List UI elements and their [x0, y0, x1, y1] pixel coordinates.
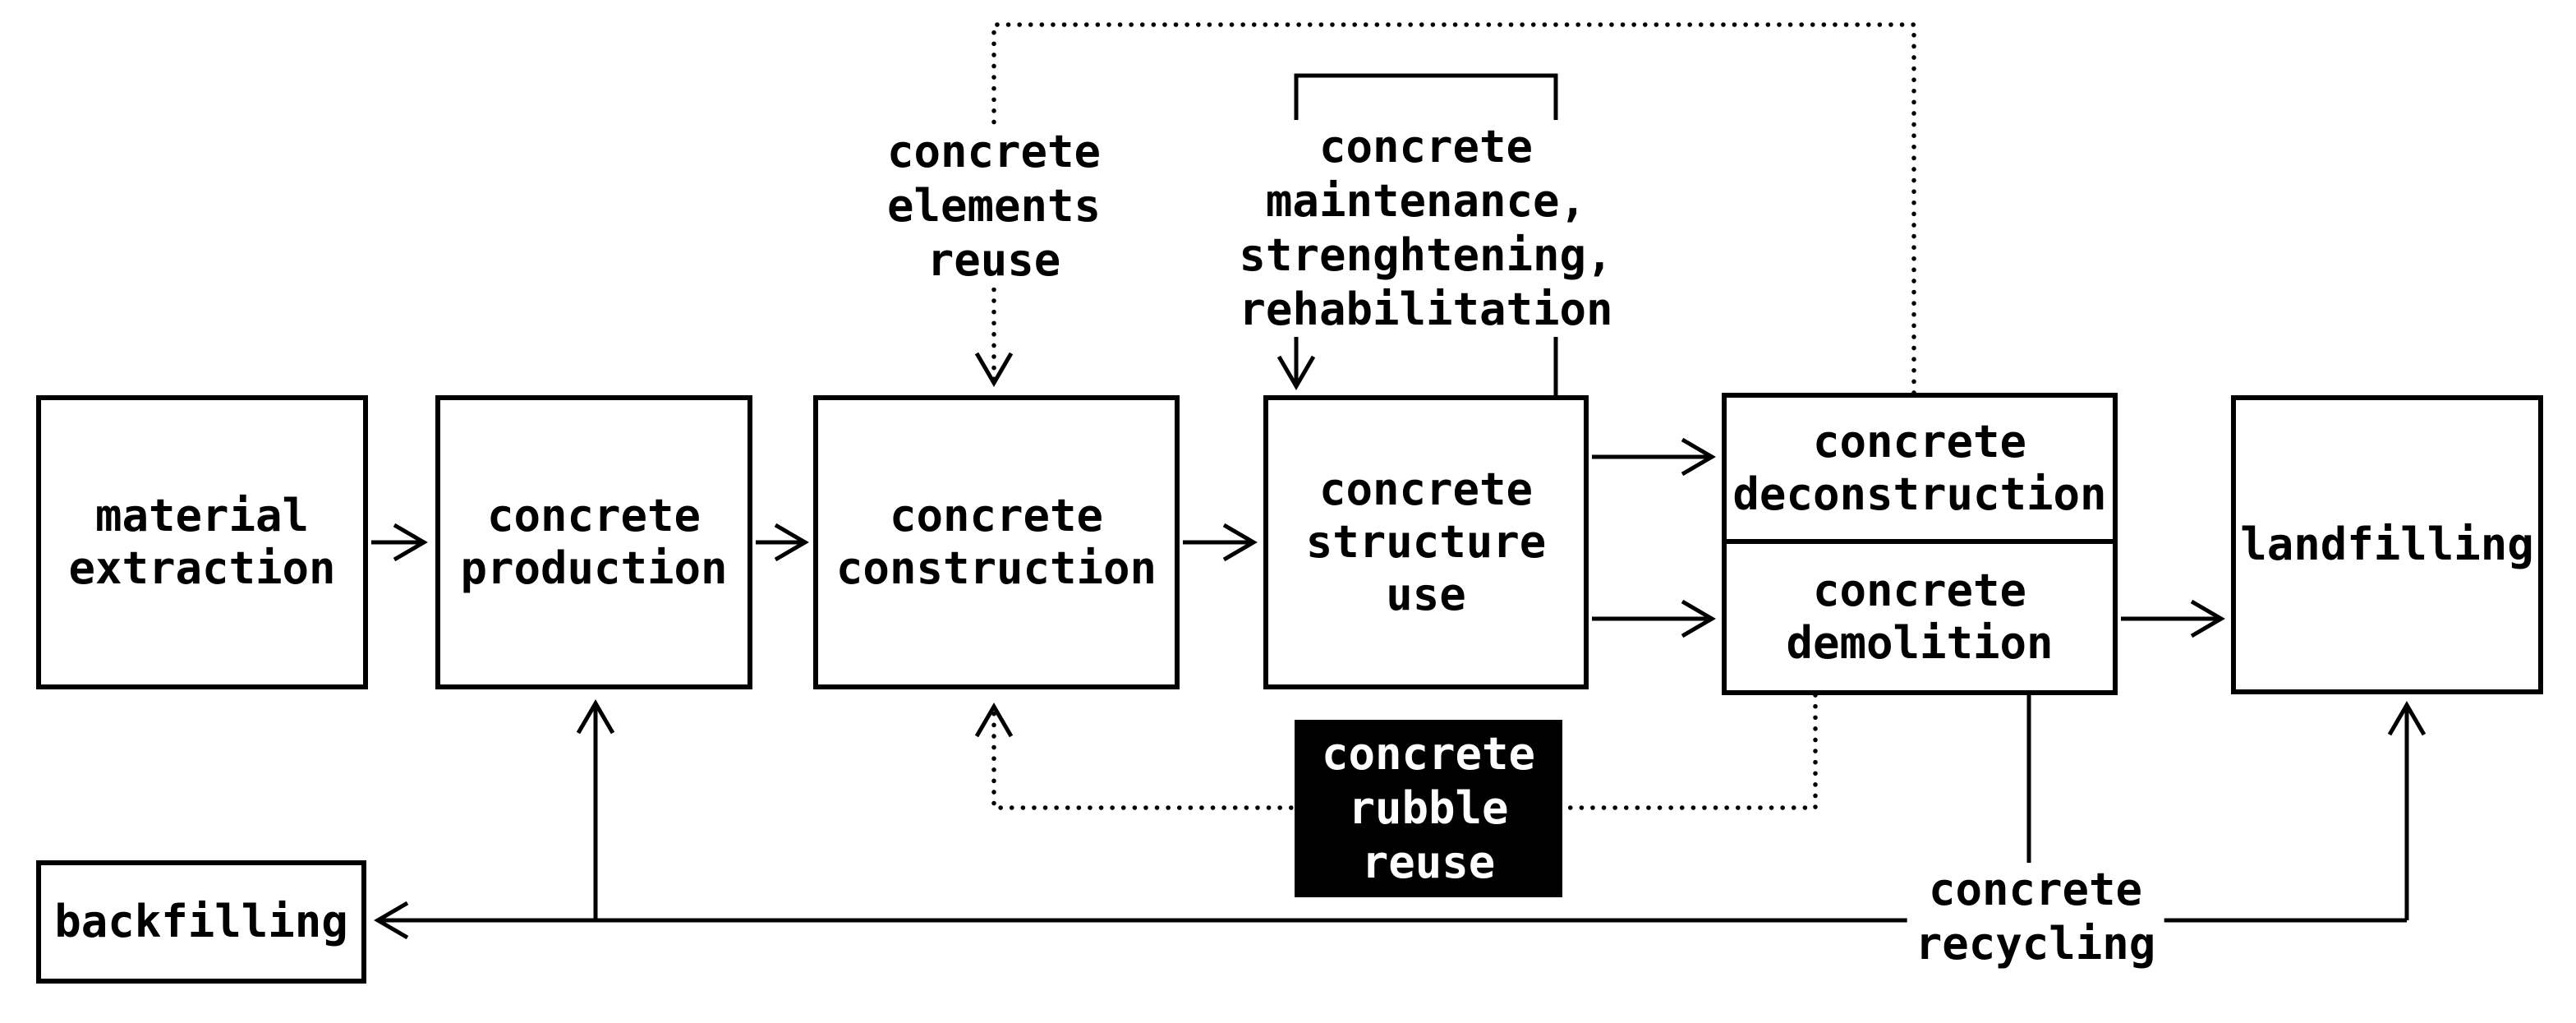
compartment-concrete-demolition: concrete demolition — [1727, 544, 2113, 690]
box-backfilling: backfilling — [36, 860, 366, 984]
label-concrete-recycling: concrete recycling — [1907, 863, 2164, 971]
box-concrete-rubble-reuse-label: concrete rubble reuse — [1321, 728, 1536, 888]
box-concrete-construction: concrete construction — [813, 395, 1180, 689]
compartment-concrete-deconstruction: concrete deconstruction — [1727, 398, 2113, 544]
box-concrete-rubble-reuse: concrete rubble reuse — [1295, 720, 1562, 897]
box-concrete-structure-use: concrete structure use — [1263, 395, 1589, 689]
box-concrete-production-label: concrete production — [460, 490, 728, 594]
box-concrete-construction-label: concrete construction — [835, 490, 1157, 594]
dotted-elements-reuse-path — [974, 22, 1916, 395]
label-concrete-maintenance: concrete maintenance, strenghtening, reh… — [1230, 120, 1622, 337]
box-concrete-structure-use-label: concrete structure use — [1305, 463, 1547, 620]
box-concrete-deconstruction-demolition: concrete deconstruction concrete demolit… — [1722, 393, 2118, 695]
box-material-extraction-label: material extraction — [68, 490, 336, 594]
label-concrete-elements-reuse: concrete elements reuse — [878, 125, 1110, 288]
box-concrete-production: concrete production — [435, 395, 752, 689]
box-landfilling-label: landfilling — [2240, 518, 2534, 570]
box-backfilling-label: backfilling — [54, 896, 348, 947]
compartment-concrete-demolition-label: concrete demolition — [1786, 564, 2054, 669]
box-landfilling: landfilling — [2231, 395, 2543, 694]
compartment-concrete-deconstruction-label: concrete deconstruction — [1732, 416, 2107, 520]
box-material-extraction: material extraction — [36, 395, 368, 689]
